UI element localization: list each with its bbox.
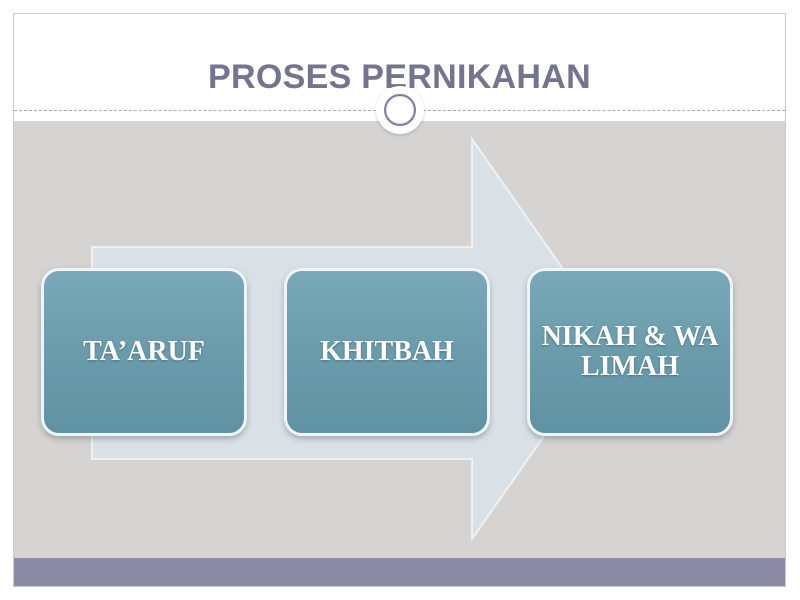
process-step-label: NIKAH & WALIMAH <box>541 321 719 382</box>
circle-ring-icon <box>376 86 424 134</box>
process-step-taaruf: TA’ARUF <box>41 268 247 436</box>
process-step-nikah-walimah: NIKAH & WALIMAH <box>527 268 733 436</box>
footer-band <box>14 558 785 586</box>
process-step-label: KHITBAH <box>320 336 454 367</box>
process-step-label: TA’ARUF <box>83 336 205 367</box>
content-area: TA’ARUF KHITBAH NIKAH & WALIMAH <box>14 121 785 558</box>
ornament-ring <box>384 94 416 126</box>
process-step-khitbah: KHITBAH <box>284 268 490 436</box>
